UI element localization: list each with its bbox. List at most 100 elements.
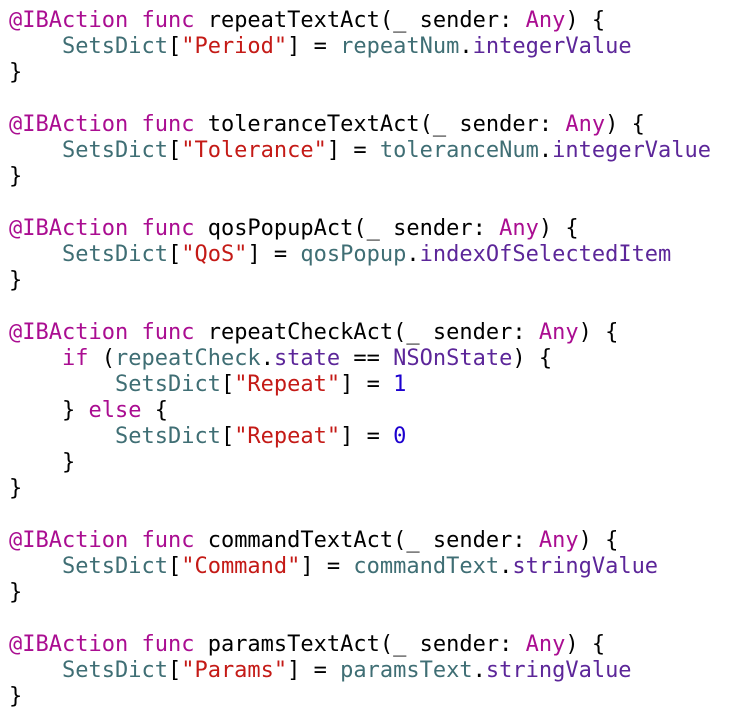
code-token-plain — [9, 138, 62, 163]
code-token-plain: } — [9, 268, 23, 293]
code-token-string: "Repeat" — [234, 372, 341, 397]
code-token-plain: repeatTextAct(_ sender: — [194, 8, 526, 33]
code-token-system: state — [273, 346, 341, 371]
code-line: SetsDict["Repeat"] = 1 — [9, 372, 744, 398]
code-token-plain — [9, 242, 62, 267]
code-line: @IBAction func repeatCheckAct(_ sender: … — [9, 320, 744, 346]
code-line: @IBAction func qosPopupAct(_ sender: Any… — [9, 216, 744, 242]
code-token-system: NSOnState — [393, 346, 513, 371]
code-token-keyword: Any — [499, 216, 539, 241]
code-token-plain: . — [538, 138, 553, 163]
code-token-system: integerValue — [552, 138, 712, 163]
code-token-plain: } — [9, 580, 23, 605]
code-token-keyword: @IBAction — [9, 320, 129, 345]
code-token-keyword: func — [141, 320, 195, 345]
code-token-keyword: Any — [525, 8, 566, 33]
code-token-project: SetsDict — [61, 658, 168, 683]
code-token-plain: } — [9, 60, 23, 85]
code-token-plain: ] = — [287, 658, 341, 683]
code-token-keyword: func — [141, 8, 195, 33]
code-token-plain — [9, 372, 115, 397]
code-line: @IBAction func paramsTextAct(_ sender: A… — [9, 632, 744, 658]
code-token-string: "Tolerance" — [181, 138, 327, 163]
code-token-keyword: func — [141, 216, 195, 241]
code-token-plain — [128, 320, 141, 345]
code-token-plain: ] = — [340, 424, 394, 449]
code-token-project: repeatCheck — [114, 346, 261, 371]
blank-line — [9, 294, 744, 320]
code-token-plain: ] = — [340, 372, 394, 397]
code-token-project: SetsDict — [61, 554, 168, 579]
code-token-plain: [ — [167, 658, 182, 683]
code-token-number: 0 — [393, 424, 407, 449]
code-token-keyword: if — [61, 346, 89, 371]
code-token-plain: ( — [88, 346, 115, 371]
code-line: @IBAction func repeatTextAct(_ sender: A… — [9, 8, 744, 34]
code-token-keyword: Any — [538, 528, 579, 553]
code-token-plain: qosPopupAct(_ sender: — [194, 216, 500, 241]
code-token-plain: [ — [220, 372, 235, 397]
code-line: } — [9, 580, 744, 606]
code-line: SetsDict["QoS"] = qosPopup.indexOfSelect… — [9, 242, 744, 268]
code-token-plain: } — [9, 164, 23, 189]
code-line: @IBAction func toleranceTextAct(_ sender… — [9, 112, 744, 138]
code-token-plain — [128, 632, 141, 657]
code-token-system: stringValue — [512, 554, 659, 579]
code-line: SetsDict["Tolerance"] = toleranceNum.int… — [9, 138, 744, 164]
code-token-plain: paramsTextAct(_ sender: — [194, 632, 526, 657]
code-token-keyword: Any — [565, 112, 606, 137]
code-token-plain: { — [141, 398, 168, 423]
code-token-plain: } — [9, 398, 89, 423]
code-token-plain: == — [340, 346, 394, 371]
code-token-system: integerValue — [472, 34, 632, 59]
code-token-keyword: func — [141, 632, 195, 657]
code-token-project: SetsDict — [114, 424, 221, 449]
code-line: } — [9, 684, 744, 710]
code-token-plain: ] = — [287, 34, 341, 59]
code-token-plain — [9, 554, 62, 579]
code-token-project: SetsDict — [114, 372, 221, 397]
code-token-plain — [9, 346, 62, 371]
code-token-keyword: func — [141, 112, 195, 137]
code-line: } — [9, 476, 744, 502]
code-token-plain: } — [9, 450, 76, 475]
code-token-system: stringValue — [485, 658, 632, 683]
code-token-plain — [128, 8, 141, 33]
blank-line — [9, 190, 744, 216]
code-token-plain: . — [499, 554, 513, 579]
code-token-plain: ] = — [326, 138, 380, 163]
code-line: SetsDict["Params"] = paramsText.stringVa… — [9, 658, 744, 684]
code-token-project: SetsDict — [61, 138, 168, 163]
code-token-plain: [ — [167, 554, 182, 579]
code-token-keyword: Any — [525, 632, 566, 657]
code-token-keyword: func — [141, 528, 195, 553]
code-token-plain: ) { — [605, 112, 645, 137]
code-token-plain: ) { — [578, 320, 619, 345]
code-line: } — [9, 164, 744, 190]
code-line: } — [9, 450, 744, 476]
code-token-keyword: @IBAction — [9, 632, 129, 657]
code-token-plain: [ — [167, 242, 182, 267]
code-token-plain: [ — [167, 34, 182, 59]
code-token-keyword: @IBAction — [9, 216, 129, 241]
code-token-keyword: @IBAction — [9, 8, 129, 33]
code-line: } — [9, 268, 744, 294]
code-token-plain: ) { — [538, 216, 579, 241]
blank-line — [9, 606, 744, 632]
code-token-number: 1 — [393, 372, 407, 397]
code-token-plain — [9, 658, 62, 683]
code-token-project: qosPopup — [300, 242, 407, 267]
code-token-plain: . — [459, 34, 473, 59]
code-token-plain: . — [260, 346, 274, 371]
code-line: SetsDict["Repeat"] = 0 — [9, 424, 744, 450]
code-token-plain — [9, 34, 62, 59]
code-token-project: paramsText — [340, 658, 473, 683]
code-line: @IBAction func commandTextAct(_ sender: … — [9, 528, 744, 554]
code-token-plain: ) { — [578, 528, 619, 553]
code-line: SetsDict["Period"] = repeatNum.integerVa… — [9, 34, 744, 60]
code-token-plain: ] = — [300, 554, 354, 579]
code-token-plain: ) { — [565, 8, 606, 33]
code-token-project: repeatNum — [340, 34, 460, 59]
code-token-plain: repeatCheckAct(_ sender: — [194, 320, 539, 345]
